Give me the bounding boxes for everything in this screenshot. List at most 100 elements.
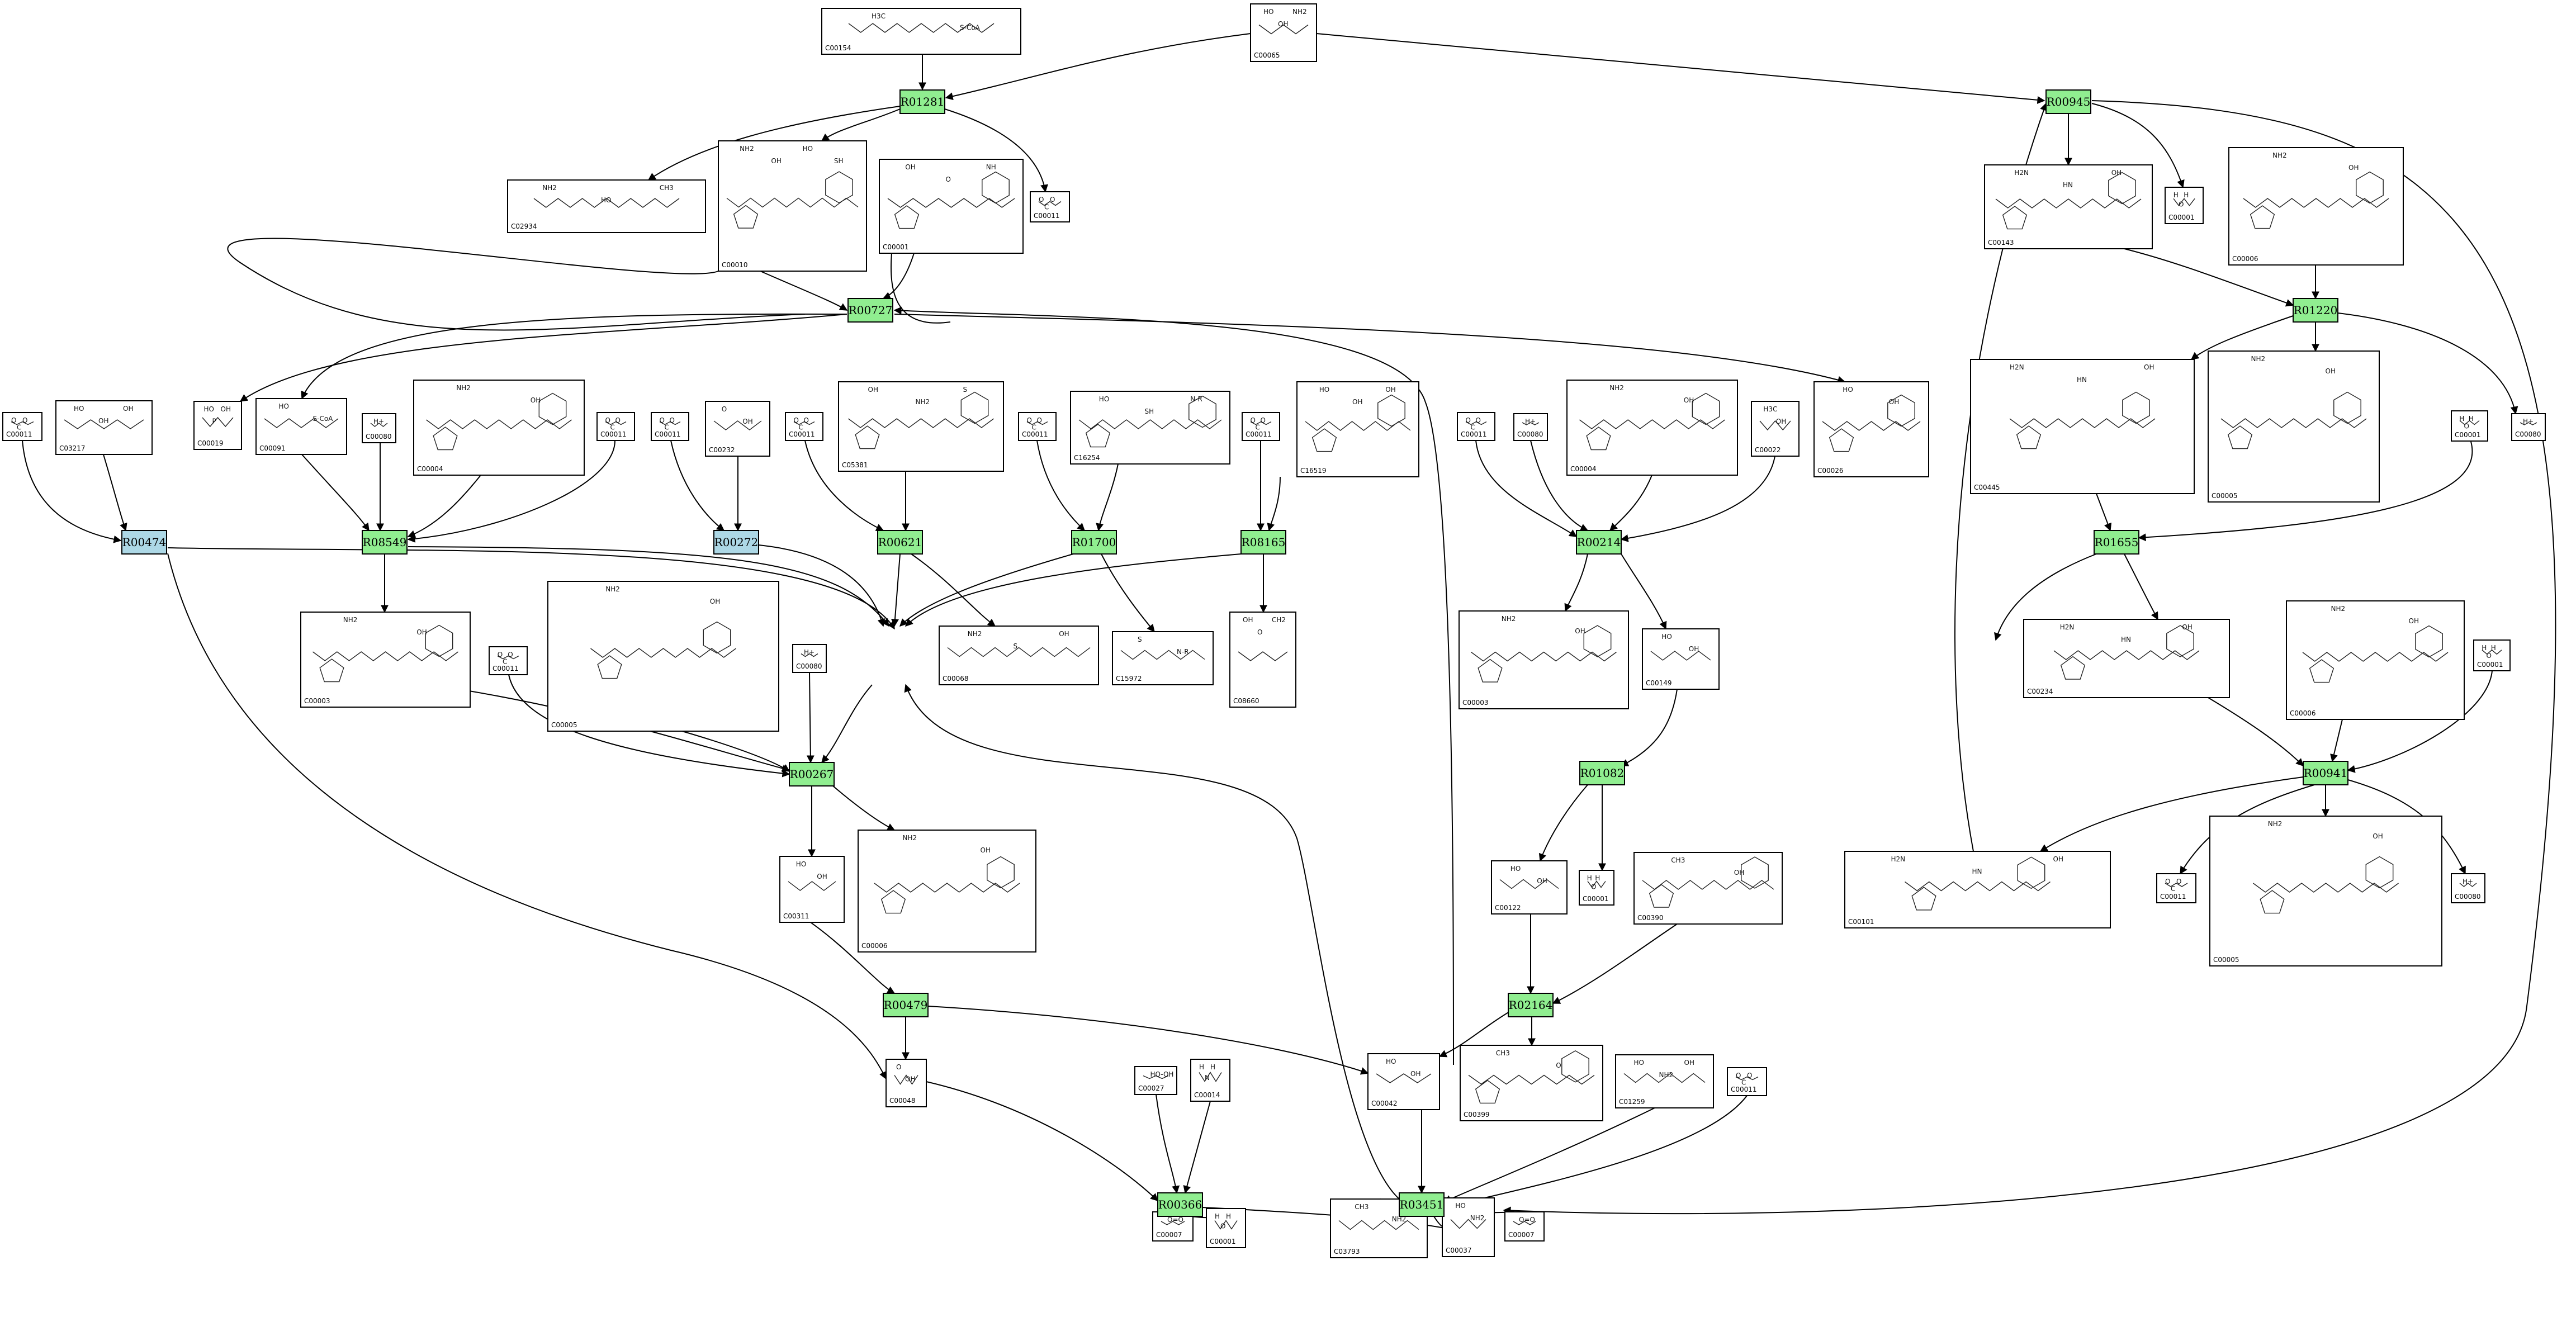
atom-label: HN — [2077, 376, 2087, 383]
compound-node[interactable]: H+C00080 — [362, 413, 396, 443]
compound-node[interactable]: H+C00080 — [792, 644, 827, 673]
reaction-node[interactable]: R00945 — [2045, 89, 2091, 114]
reaction-node[interactable]: R01655 — [2094, 530, 2139, 555]
structure-sketch — [497, 655, 519, 660]
reaction-node[interactable]: R01700 — [1071, 530, 1117, 555]
reaction-node[interactable]: R00479 — [883, 993, 929, 1017]
compound-id-label: C00005 — [2213, 956, 2239, 964]
reaction-node[interactable]: R02164 — [1508, 993, 1554, 1017]
reaction-node[interactable]: R01082 — [1579, 761, 1625, 785]
ring-sketch — [960, 391, 989, 424]
edge-arrow — [2096, 493, 2112, 532]
reaction-node[interactable]: R00727 — [847, 298, 893, 323]
compound-node[interactable]: H+C00080 — [1513, 413, 1548, 441]
structure-sketch — [1822, 421, 1921, 431]
reaction-node[interactable]: R00267 — [789, 762, 835, 786]
reaction-node[interactable]: R01220 — [2293, 298, 2338, 323]
reaction-node[interactable]: R00621 — [877, 530, 923, 555]
reaction-node[interactable]: R08165 — [1240, 530, 1286, 555]
reaction-node[interactable]: R03451 — [1399, 1192, 1445, 1217]
reaction-node[interactable]: R00272 — [713, 530, 759, 555]
ring-sketch — [2260, 890, 2285, 914]
structure-sketch — [1650, 651, 1711, 661]
structure-sketch — [1513, 1221, 1536, 1225]
reaction-node[interactable]: R00366 — [1157, 1192, 1203, 1217]
atom-label: O — [1556, 1062, 1561, 1069]
reaction-node[interactable]: R00941 — [2303, 761, 2348, 785]
compound-node[interactable]: H+C00080 — [2451, 873, 2485, 903]
ring-sketch — [2016, 425, 2042, 449]
compound-node[interactable]: H+C00080 — [2511, 413, 2546, 441]
ring-sketch — [1829, 428, 1854, 452]
ring-sketch — [987, 856, 1015, 889]
compound-id-label: C00011 — [655, 430, 681, 438]
reaction-node[interactable]: R08549 — [362, 530, 408, 555]
reaction-node[interactable]: R00474 — [121, 530, 167, 555]
reaction-node[interactable]: R01281 — [899, 89, 945, 114]
structure-sketch — [874, 883, 1020, 893]
reaction-node[interactable]: R00214 — [1576, 530, 1622, 555]
edge-arrow — [1101, 553, 1155, 633]
edge-arrow — [1036, 440, 1086, 531]
